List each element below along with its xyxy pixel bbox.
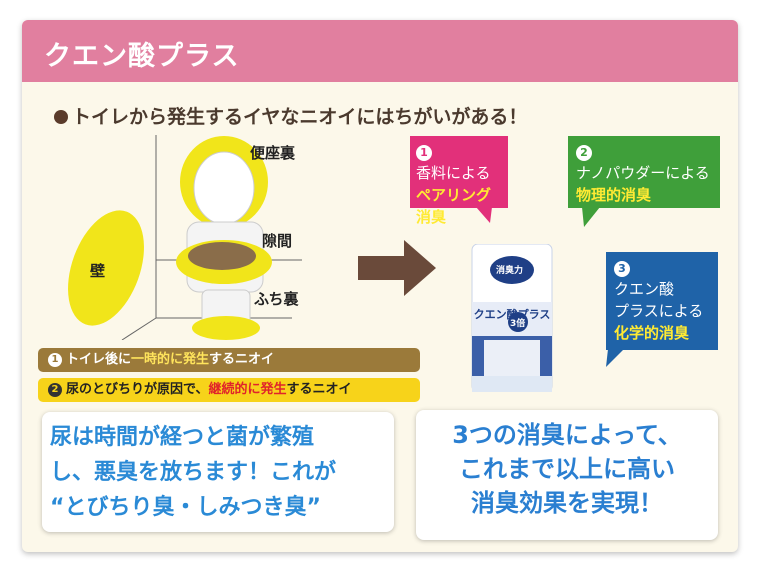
callout-3-tail — [606, 349, 624, 367]
label-rim-back: ふち裏 — [254, 290, 299, 308]
pill2-pre: 尿のとびちりが原因で、 — [66, 382, 209, 397]
toilet-illustration — [68, 135, 302, 340]
callout2-highlight: 物理的消臭 — [576, 186, 652, 204]
wall-stain — [68, 210, 144, 326]
subtitle-text: トイレから発生するイヤなニオイにはちがいがある！ — [72, 106, 528, 128]
product-badge: 3倍 — [510, 319, 526, 329]
explanation-line: “とびちり臭・しみつき臭” — [50, 495, 321, 520]
product-name: クエン酸プラス — [473, 308, 551, 321]
toilet-lid-inner — [193, 151, 255, 225]
label-gap: 隙間 — [262, 232, 293, 250]
result-box: 3つの消臭によって、 これまで以上に高い 消臭効果を実現！ — [416, 410, 718, 540]
number-icon: 3 — [614, 261, 630, 277]
product-image: 消臭力 クエン酸プラス 3倍 — [466, 243, 558, 393]
product-brand: 消臭力 — [496, 266, 524, 276]
callout3-text-1: クエン酸 — [614, 280, 675, 298]
label-wall: 壁 — [90, 262, 106, 280]
result-line: これまで以上に高い — [459, 455, 675, 483]
label-seat-back: 便座裏 — [250, 144, 296, 162]
explanation-line: し、悪臭を放ちます！これが — [50, 460, 337, 485]
header-bar: クエン酸プラス — [22, 20, 738, 82]
odor-type-2: 2 尿のとびちりが原因で、継続的に発生するニオイ — [38, 378, 420, 402]
floor-diagonal — [121, 317, 157, 340]
callout-3: 3 クエン酸 プラスによる 化学的消臭 — [606, 252, 718, 350]
number-icon: 2 — [576, 145, 592, 161]
pill2-post: するニオイ — [286, 382, 352, 397]
callout-1-tail — [476, 207, 492, 223]
right-arrow-icon — [358, 240, 436, 296]
callout2-text: ナノパウダーによる — [576, 164, 710, 182]
number-icon: 2 — [48, 383, 62, 397]
toilet-gap-stain — [188, 242, 256, 270]
number-icon: 1 — [48, 353, 62, 367]
result-line: 消臭効果を実現！ — [471, 489, 663, 517]
result-line: 3つの消臭によって、 — [452, 421, 682, 449]
callout3-text-2: プラスによる — [614, 302, 704, 320]
callout1-text: 香料による — [416, 164, 491, 182]
callout-2: 2 ナノパウダーによる 物理的消臭 — [568, 136, 720, 208]
pill1-post: するニオイ — [209, 352, 275, 367]
number-icon: 1 — [416, 145, 432, 161]
callout-1: 1 香料による ペアリング消臭 — [410, 136, 508, 226]
pill1-em: 一時的に発生 — [131, 352, 210, 367]
callout-2-tail — [582, 207, 600, 227]
pill1-pre: トイレ後に — [66, 352, 132, 367]
callout3-highlight: 化学的消臭 — [614, 324, 690, 342]
callout1-highlight: ペアリング消臭 — [416, 186, 492, 226]
odor-type-1: 1 トイレ後に一時的に発生するニオイ — [38, 348, 420, 372]
toilet-floor-stain — [192, 316, 260, 340]
subtitle: トイレから発生するイヤなニオイにはちがいがある！ — [54, 102, 527, 129]
bullet-icon — [54, 110, 68, 124]
pill2-em: 継続的に発生 — [208, 382, 287, 397]
page-title: クエン酸プラス — [44, 41, 240, 72]
info-panel: クエン酸プラス トイレから発生するイヤなニオイにはちがいがある！ 便座裏 隙間 … — [22, 20, 738, 552]
explanation-line: 尿は時間が経つと菌が繁殖 — [50, 425, 315, 450]
explanation-box: 尿は時間が経つと菌が繁殖 し、悪臭を放ちます！これが “とびちり臭・しみつき臭” — [42, 412, 394, 532]
